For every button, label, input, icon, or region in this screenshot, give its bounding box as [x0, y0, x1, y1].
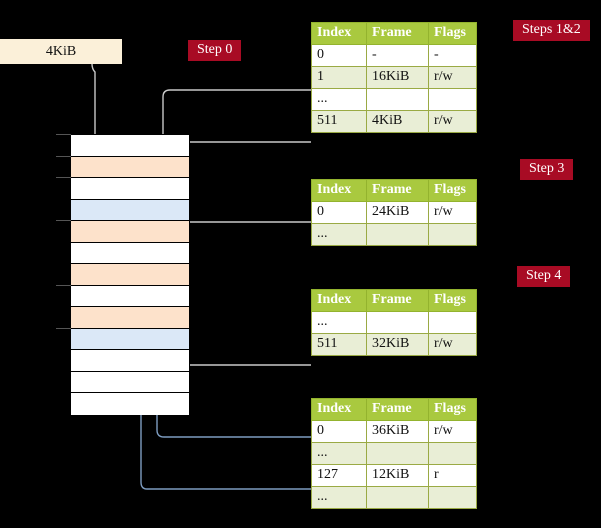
- table-row: ...: [311, 88, 477, 111]
- memory-row-2: [71, 178, 189, 200]
- frame-4kib-box: 4KiB: [0, 39, 122, 64]
- memory-tick-4: [56, 285, 71, 286]
- memory-row-4: [71, 221, 189, 243]
- column-header-flags: Flags: [428, 398, 477, 421]
- memory-tick-5: [56, 328, 71, 329]
- cell-flags: r/w: [428, 66, 477, 89]
- column-header-frame: Frame: [366, 289, 429, 312]
- cell-index: ...: [311, 442, 367, 465]
- badge-step-4: Step 4: [517, 266, 571, 288]
- cell-index: ...: [311, 223, 367, 246]
- memory-row-9: [71, 328, 189, 350]
- memory-row-7: [71, 285, 189, 307]
- cell-frame: 4KiB: [366, 110, 429, 133]
- memory-row-6: [71, 264, 189, 286]
- cell-index: 1: [311, 66, 367, 89]
- memory-row-0: [71, 135, 189, 157]
- physical-memory-column: [70, 134, 190, 415]
- cell-index: 511: [311, 333, 367, 356]
- table-row: ...: [311, 311, 477, 334]
- memory-row-3: [71, 199, 189, 221]
- memory-tick-1: [56, 156, 71, 157]
- table-row: ...: [311, 223, 477, 246]
- memory-row-5: [71, 242, 189, 264]
- cell-frame: 32KiB: [366, 333, 429, 356]
- column-header-index: Index: [311, 398, 367, 421]
- badge-step-0: Step 0: [188, 40, 242, 62]
- memory-row-10: [71, 350, 189, 372]
- cell-frame: 24KiB: [366, 201, 429, 224]
- cell-flags: r/w: [428, 333, 477, 356]
- column-header-frame: Frame: [366, 179, 429, 202]
- cell-frame: [366, 223, 429, 246]
- table-row: ...: [311, 486, 477, 509]
- column-header-index: Index: [311, 179, 367, 202]
- column-header-frame: Frame: [366, 22, 429, 45]
- cell-frame: 36KiB: [366, 420, 429, 443]
- badge-step-3: Step 3: [520, 159, 574, 181]
- column-header-flags: Flags: [428, 22, 477, 45]
- memory-tick-0: [56, 134, 71, 135]
- cell-index: 511: [311, 110, 367, 133]
- memory-tick-3: [56, 220, 71, 221]
- memory-tick-2: [56, 177, 71, 178]
- memory-row-11: [71, 371, 189, 393]
- cell-frame: [366, 486, 429, 509]
- memory-row-8: [71, 307, 189, 329]
- cell-index: ...: [311, 486, 367, 509]
- cell-flags: r/w: [428, 110, 477, 133]
- memory-row-12: [71, 393, 189, 415]
- memory-row-1: [71, 156, 189, 178]
- cell-flags: [428, 223, 477, 246]
- badge-steps-1-2: Steps 1&2: [513, 20, 590, 42]
- column-header-flags: Flags: [428, 179, 477, 202]
- table-row: ...: [311, 442, 477, 465]
- cell-flags: [428, 486, 477, 509]
